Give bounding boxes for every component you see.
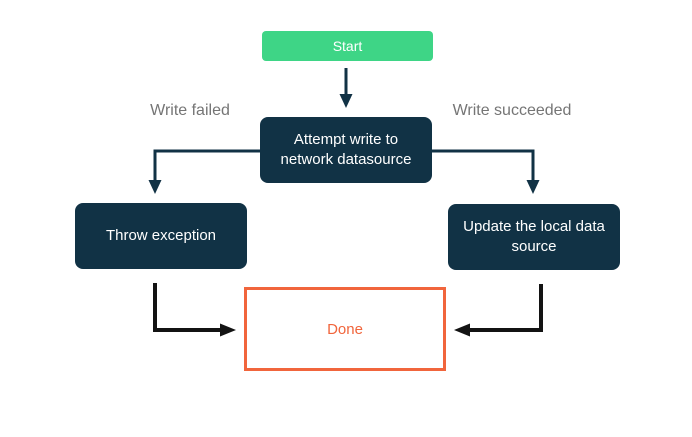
edge-update-to-done-arrow bbox=[454, 284, 543, 337]
node-update-local-data: Update the local data source bbox=[448, 204, 620, 270]
node-throw-exception-label: Throw exception bbox=[105, 227, 217, 244]
node-attempt-write: Attempt write to network datasource bbox=[260, 117, 432, 183]
edge-label-write-succeeded: Write succeeded bbox=[452, 102, 572, 119]
node-done-label: Done bbox=[327, 320, 363, 338]
edge-label-write-failed: Write failed bbox=[150, 102, 230, 119]
edge-attempt-to-throw-arrow bbox=[148, 149, 260, 194]
edge-throw-to-done-arrow bbox=[153, 283, 236, 337]
node-start-label: Start bbox=[332, 38, 363, 54]
node-throw-exception: Throw exception bbox=[75, 203, 247, 269]
node-done: Done bbox=[244, 287, 446, 371]
node-update-local-data-label: Update the local data source bbox=[463, 218, 605, 255]
node-start: Start bbox=[262, 31, 433, 61]
node-attempt-write-label: Attempt write to network datasource bbox=[280, 131, 412, 168]
edge-attempt-to-update-arrow bbox=[432, 149, 540, 194]
